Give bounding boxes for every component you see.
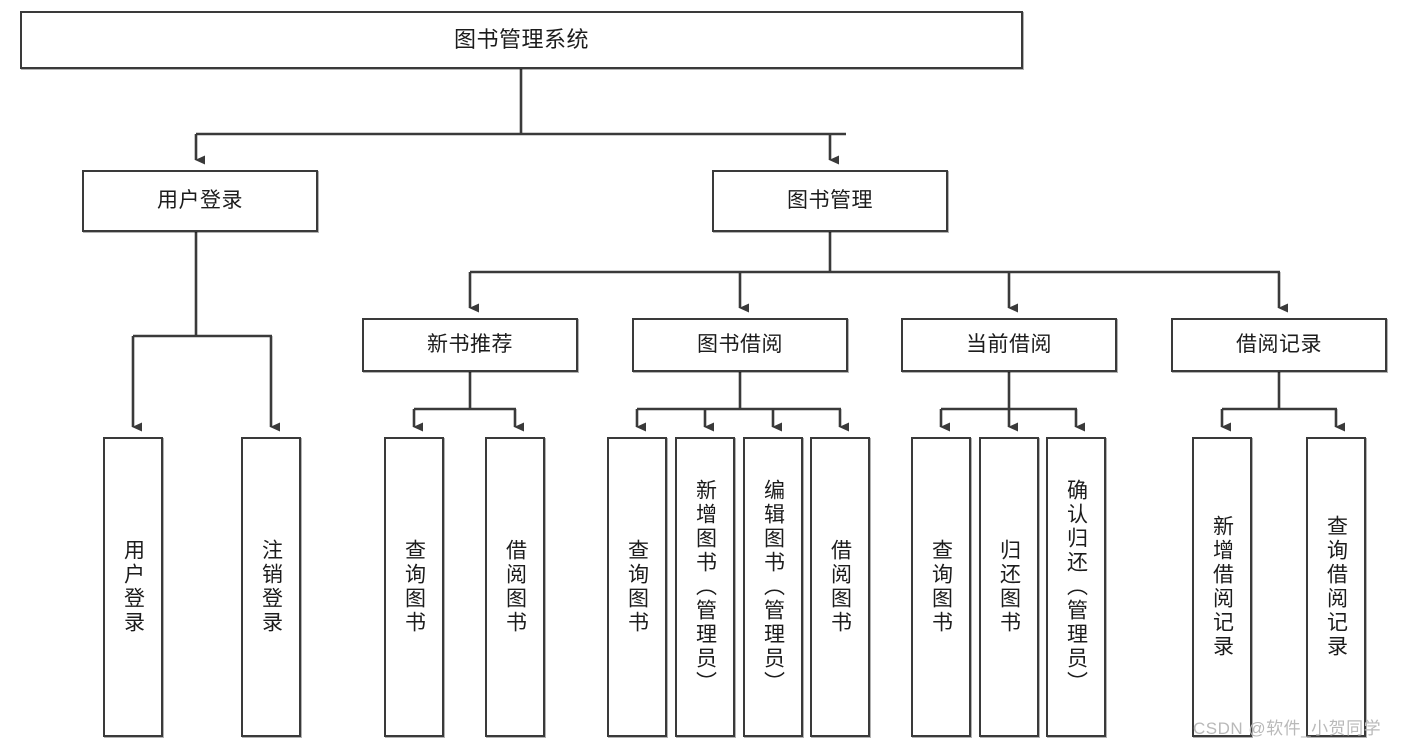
leaf-book-borrow-edit[interactable]: 编辑图书（管理员） (743, 437, 803, 737)
node-current-borrow-label: 当前借阅 (966, 332, 1052, 356)
node-borrow-record[interactable]: 借阅记录 (1171, 318, 1387, 372)
leaf-user-login-logout[interactable]: 注销登录 (241, 437, 301, 737)
node-book-management[interactable]: 图书管理 (712, 170, 948, 232)
leaf-book-borrow-query-label: 查询图书 (625, 539, 649, 635)
leaf-book-borrow-borrow-label: 借阅图书 (828, 539, 852, 635)
leaf-new-book-borrow-label: 借阅图书 (503, 539, 527, 635)
leaf-user-login-logout-label: 注销登录 (259, 539, 283, 635)
leaf-new-book-borrow[interactable]: 借阅图书 (485, 437, 545, 737)
leaf-book-borrow-add-label: 新增图书（管理员） (693, 479, 717, 695)
watermark-text: CSDN @软件_小贺同学 (1193, 719, 1382, 738)
leaf-new-book-query[interactable]: 查询图书 (384, 437, 444, 737)
node-book-borrow-label: 图书借阅 (697, 332, 783, 356)
node-root-system[interactable]: 图书管理系统 (20, 11, 1023, 69)
leaf-book-borrow-edit-label: 编辑图书（管理员） (761, 479, 785, 695)
node-borrow-record-label: 借阅记录 (1236, 332, 1322, 356)
leaf-current-borrow-return[interactable]: 归还图书 (979, 437, 1039, 737)
leaf-borrow-record-add[interactable]: 新增借阅记录 (1192, 437, 1252, 737)
leaf-borrow-record-query-label: 查询借阅记录 (1324, 515, 1348, 659)
leaf-book-borrow-borrow[interactable]: 借阅图书 (810, 437, 870, 737)
leaf-new-book-query-label: 查询图书 (402, 539, 426, 635)
node-new-book-recommend[interactable]: 新书推荐 (362, 318, 578, 372)
leaf-borrow-record-query[interactable]: 查询借阅记录 (1306, 437, 1366, 737)
leaf-current-borrow-confirm-label: 确认归还（管理员） (1064, 479, 1088, 695)
node-book-management-label: 图书管理 (787, 188, 873, 212)
leaf-current-borrow-confirm[interactable]: 确认归还（管理员） (1046, 437, 1106, 737)
leaf-book-borrow-add[interactable]: 新增图书（管理员） (675, 437, 735, 737)
leaf-book-borrow-query[interactable]: 查询图书 (607, 437, 667, 737)
node-user-login-label: 用户登录 (157, 188, 243, 212)
node-user-login[interactable]: 用户登录 (82, 170, 318, 232)
leaf-user-login-login[interactable]: 用户登录 (103, 437, 163, 737)
leaf-current-borrow-query-label: 查询图书 (929, 539, 953, 635)
node-root-system-label: 图书管理系统 (453, 27, 589, 53)
node-book-borrow[interactable]: 图书借阅 (632, 318, 848, 372)
leaf-current-borrow-query[interactable]: 查询图书 (911, 437, 971, 737)
leaf-current-borrow-return-label: 归还图书 (997, 539, 1021, 635)
leaf-borrow-record-add-label: 新增借阅记录 (1210, 515, 1234, 659)
leaf-user-login-login-label: 用户登录 (121, 539, 145, 635)
node-current-borrow[interactable]: 当前借阅 (901, 318, 1117, 372)
node-new-book-recommend-label: 新书推荐 (427, 332, 513, 356)
